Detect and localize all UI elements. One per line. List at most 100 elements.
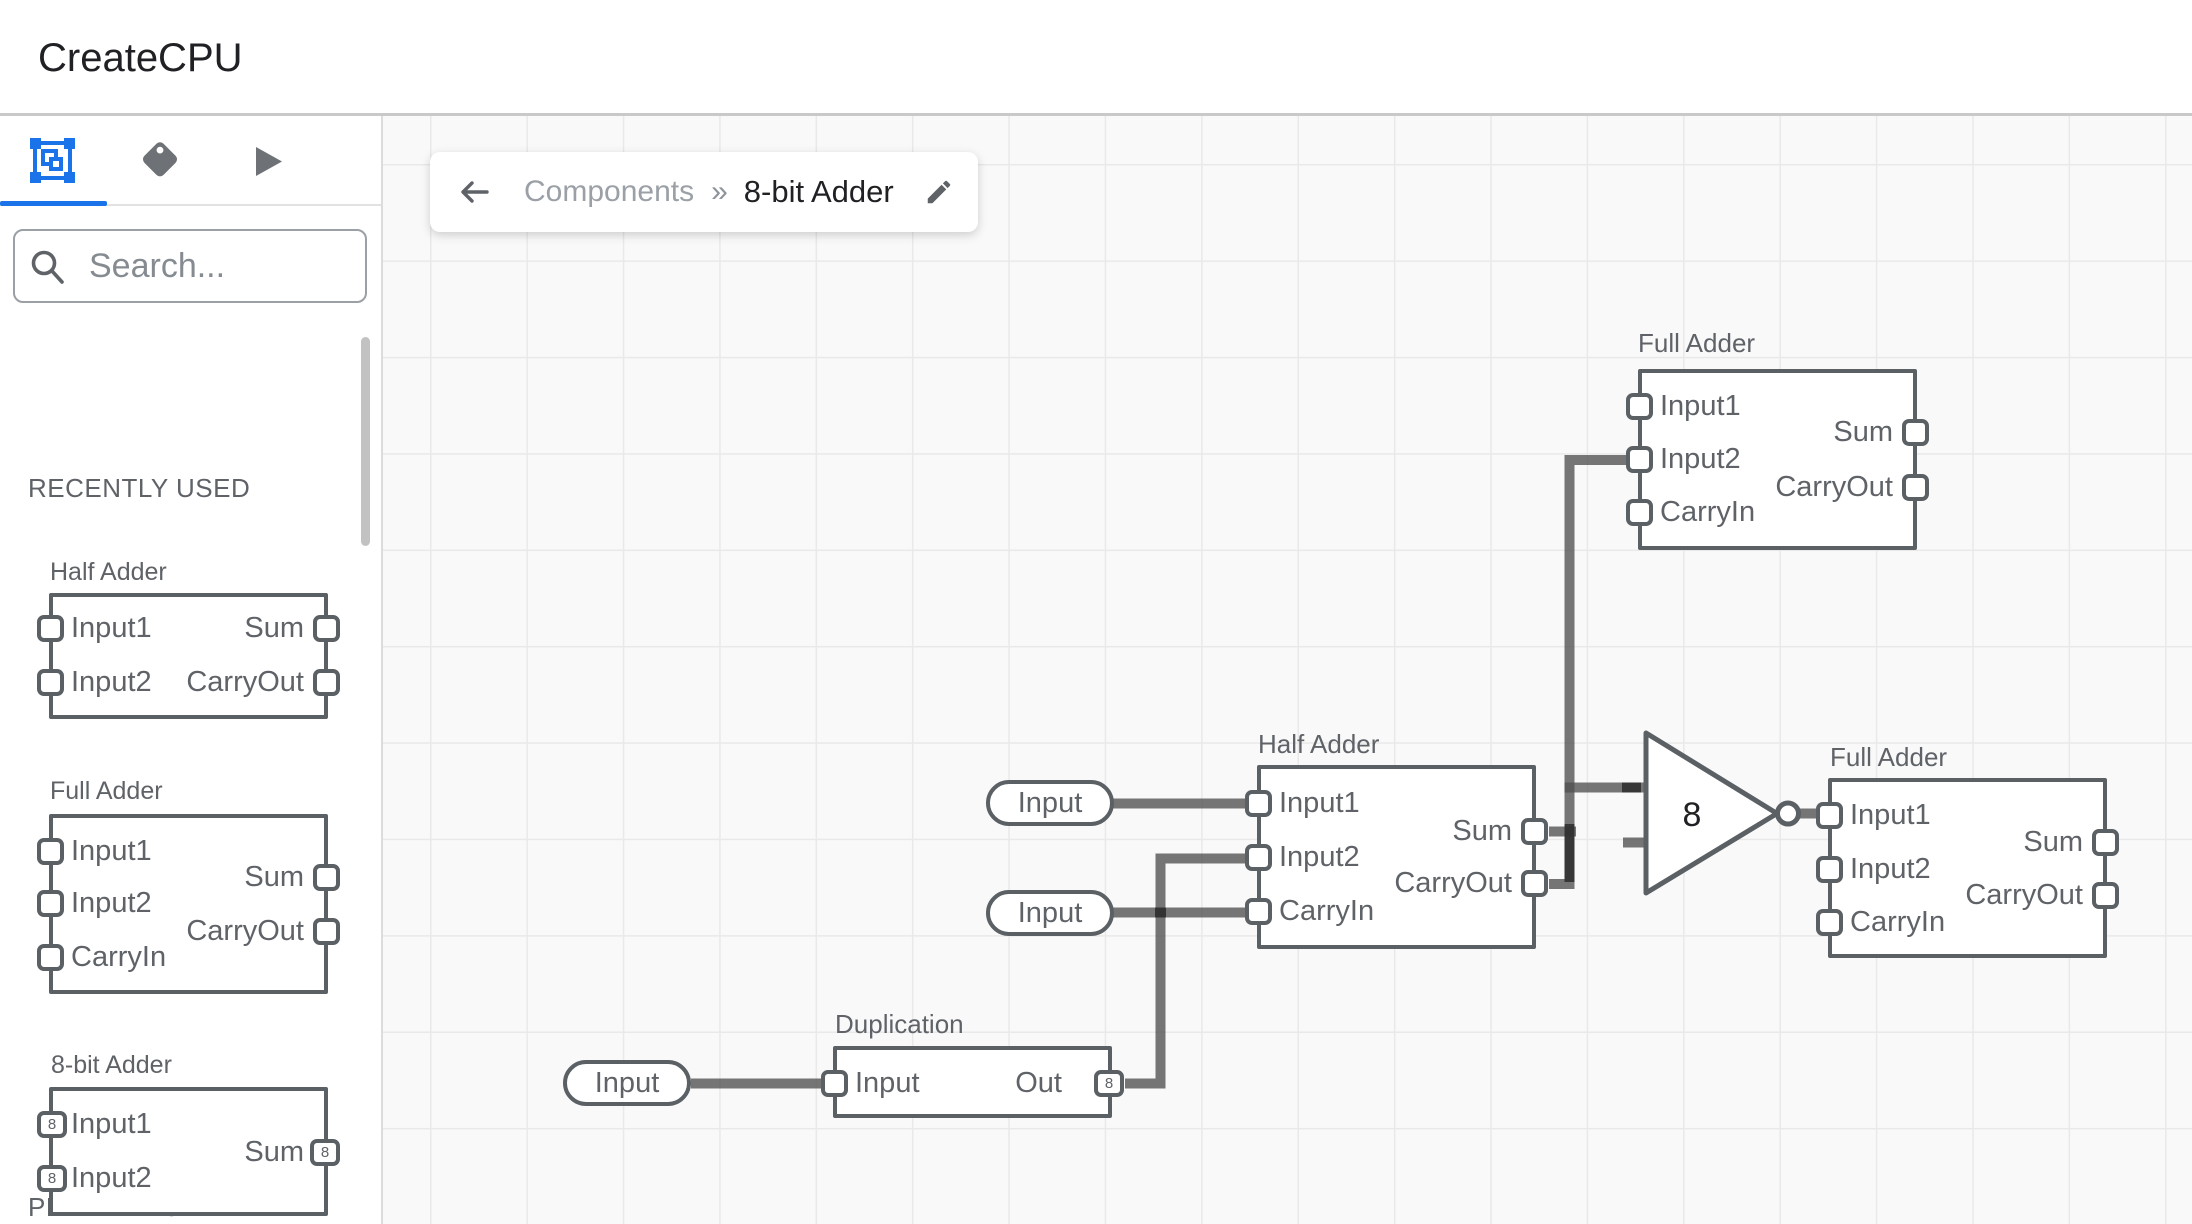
port-input[interactable] — [821, 1070, 848, 1097]
breadcrumb: Components » 8-bit Adder — [430, 152, 978, 232]
component-sidebar: RECENTLY USED Half Adder Input1 Input2 S… — [0, 116, 381, 1224]
tab-run[interactable] — [214, 116, 321, 204]
app-bar: CreateCPU — [0, 0, 2192, 113]
port-bus: 8 — [310, 1139, 340, 1166]
port — [37, 890, 64, 917]
port-label: Input1 — [1660, 390, 1741, 422]
port — [37, 669, 64, 696]
active-tab-underline — [0, 201, 107, 206]
port-input2[interactable] — [1816, 856, 1843, 883]
port-out-bus[interactable]: 8 — [1094, 1070, 1124, 1097]
port-input2[interactable] — [1245, 844, 1272, 871]
canvas-duplication[interactable]: 8 Input Out — [821, 1046, 1124, 1118]
buffer-gate-bus-label: 8 — [1682, 796, 1702, 834]
port-sum[interactable] — [1521, 818, 1548, 845]
sidebar-component-full-adder[interactable]: Input1 Input2 CarryIn Sum CarryOut — [37, 814, 340, 994]
port-sum[interactable] — [1902, 419, 1929, 446]
port-input1[interactable] — [1245, 790, 1272, 817]
port-label: Sum — [2023, 826, 2083, 858]
port-label: Input — [855, 1067, 920, 1099]
component-title: Full Adder — [1638, 328, 1756, 358]
port-label: Input1 — [71, 612, 152, 644]
port-input2[interactable] — [1626, 446, 1653, 473]
port-label: CarryIn — [71, 941, 167, 973]
port-bus: 8 — [37, 1165, 67, 1192]
sidebar-border — [381, 116, 383, 1224]
port-label: CarryOut — [1775, 471, 1893, 503]
search-input[interactable] — [87, 239, 351, 293]
input-pin[interactable]: Input — [986, 890, 1114, 936]
section-recently-used: RECENTLY USED — [28, 473, 251, 503]
component-title: Full Adder — [1830, 742, 1948, 772]
port-carryout[interactable] — [1521, 870, 1548, 897]
search-icon — [31, 250, 64, 284]
sidebar-component-title: 8-bit Adder — [51, 1051, 172, 1079]
tab-tags[interactable] — [107, 116, 214, 204]
canvas-full-adder-right[interactable]: Input1 Input2 CarryIn Sum CarryOut — [1816, 778, 2119, 958]
port-label: CarryIn — [1279, 895, 1375, 927]
circuit-canvas[interactable] — [383, 116, 2192, 1224]
port-label: Input1 — [71, 835, 152, 867]
port-label: Input1 — [1850, 799, 1931, 831]
port-carryout[interactable] — [1902, 474, 1929, 501]
port-label: CarryOut — [186, 666, 304, 698]
canvas-half-adder[interactable]: Input1 Input2 CarryIn Sum CarryOut — [1245, 765, 1548, 949]
port-label: Input2 — [71, 666, 152, 698]
breadcrumb-root[interactable]: Components — [524, 175, 695, 208]
port — [37, 615, 64, 642]
sidebar-scrollbar-thumb[interactable] — [361, 337, 370, 546]
app-bar-divider — [0, 113, 2192, 116]
port — [313, 669, 340, 696]
port-label: CarryOut — [1394, 867, 1512, 899]
port-label: Input1 — [71, 1108, 152, 1140]
port-label: CarryOut — [1965, 879, 2083, 911]
port-label: Input1 — [1279, 787, 1360, 819]
port-label: Sum — [244, 1136, 304, 1168]
sidebar-component-8bit-adder[interactable]: 8 8 8 Input1 Input2 Sum — [37, 1087, 340, 1216]
port-label: Input2 — [1850, 853, 1931, 885]
port-label: Sum — [1452, 815, 1512, 847]
component-title: Half Adder — [1258, 729, 1380, 759]
tabs-divider — [0, 204, 381, 206]
app-title: CreateCPU — [38, 36, 243, 80]
port-carryin[interactable] — [1816, 909, 1843, 936]
component-title: Duplication — [835, 1009, 964, 1039]
port-label: Input2 — [1660, 443, 1741, 475]
input-pin[interactable]: Input — [563, 1060, 691, 1106]
port-carryin[interactable] — [1626, 499, 1653, 526]
canvas-full-adder-top[interactable]: Input1 Input2 CarryIn Sum CarryOut — [1626, 369, 1929, 550]
port-label: CarryOut — [186, 915, 304, 947]
tab-components[interactable] — [0, 116, 107, 204]
sidebar-component-half-adder[interactable]: Input1 Input2 Sum CarryOut — [37, 593, 340, 719]
play-icon — [256, 147, 282, 176]
port — [37, 838, 64, 865]
port-sum[interactable] — [2092, 829, 2119, 856]
port-label: Sum — [244, 612, 304, 644]
tag-icon — [142, 142, 178, 177]
breadcrumb-separator: » — [711, 175, 728, 208]
back-arrow-icon[interactable] — [458, 176, 490, 208]
port-label: CarryIn — [1660, 496, 1756, 528]
port-carryout[interactable] — [2092, 882, 2119, 909]
search-box — [13, 229, 367, 303]
port-label: Sum — [244, 861, 304, 893]
port-input1[interactable] — [1626, 393, 1653, 420]
port-label: CarryIn — [1850, 906, 1946, 938]
port-carryin[interactable] — [1245, 898, 1272, 925]
port-label: Input2 — [71, 1162, 152, 1194]
breadcrumb-current: 8-bit Adder — [743, 174, 894, 209]
port-label: Sum — [1833, 416, 1893, 448]
port — [313, 864, 340, 891]
port — [313, 615, 340, 642]
sidebar-component-title: Half Adder — [50, 558, 167, 586]
input-pin[interactable]: Input — [986, 780, 1114, 826]
port-bus: 8 — [37, 1111, 67, 1138]
port — [37, 944, 64, 971]
port-input1[interactable] — [1816, 802, 1843, 829]
port-label: Input2 — [1279, 841, 1360, 873]
port-label: Input2 — [71, 887, 152, 919]
components-icon — [30, 138, 75, 183]
sidebar-component-title: Full Adder — [50, 777, 163, 805]
edit-pencil-icon[interactable] — [924, 177, 954, 207]
